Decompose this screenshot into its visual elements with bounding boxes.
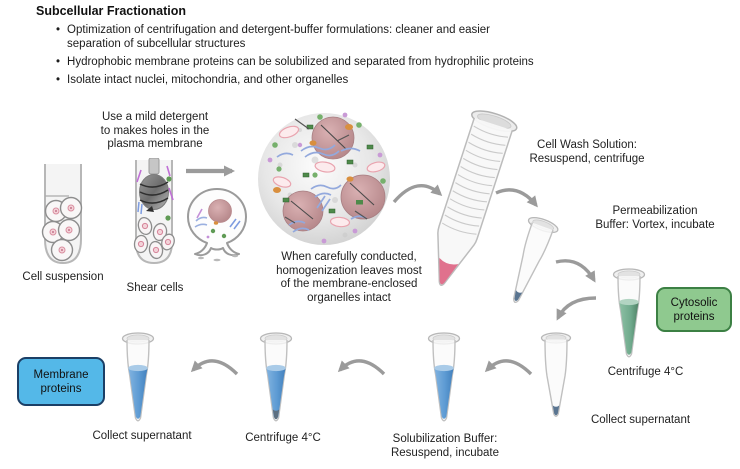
page-title: Subcellular Fractionation: [36, 4, 187, 18]
collect-supernatant-right-label: Collect supernatant: [590, 414, 691, 426]
flow-arrow-icon: [495, 188, 538, 208]
flow-arrow-icon: [337, 359, 386, 376]
cell-suspension-label: Cell suspension: [22, 271, 104, 283]
cell-wash-label: Cell Wash Solution: Resuspend, centrifug…: [529, 139, 645, 165]
conical-tube-icon: [437, 110, 518, 287]
cell-suspension-tube-icon: [41, 164, 83, 265]
flow-arrow-icon: [392, 184, 443, 204]
shear-cells-tube-icon: [133, 158, 175, 265]
solubilization-label: Solubilization Buffer: Resuspend, incuba…: [390, 433, 500, 459]
bullet-text: Hydrophobic membrane proteins can be sol…: [67, 56, 534, 68]
permeabilization-label: Permeabilization Buffer: Vortex, incubat…: [595, 205, 715, 231]
bullet-marker: •: [56, 74, 61, 86]
bullet-list: • Optimization of centrifugation and dete…: [56, 23, 676, 91]
homogenate-icon: [258, 112, 390, 245]
detergent-note: Use a mild detergent to makes holes in t…: [100, 111, 210, 150]
cytosolic-proteins-badge: Cytosolic proteins: [656, 287, 732, 332]
bullet-item: • Optimization of centrifugation and dete…: [56, 23, 676, 51]
membrane-proteins-badge: Membrane proteins: [17, 357, 105, 406]
supernatant-tube-icon: [121, 332, 155, 422]
bullet-item: • Isolate intact nuclei, mitochondria, an…: [56, 73, 676, 87]
bullet-text: Optimization of centrifugation and deter…: [67, 24, 491, 50]
centrifuge-tube-icon: [259, 332, 293, 422]
flow-arrow-icon: [556, 296, 597, 321]
cytosol-tube-icon: [612, 268, 646, 358]
collect-supernatant-left-label: Collect supernatant: [92, 430, 192, 442]
pellet-tube-icon: [540, 332, 572, 417]
bullet-marker: •: [56, 56, 61, 68]
centrifuge-left-label: Centrifuge 4°C: [245, 432, 321, 444]
flow-arrow-icon: [190, 359, 239, 376]
flow-arrow-icon: [484, 359, 533, 376]
bullet-text: Isolate intact nuclei, mitochondria, and…: [67, 74, 349, 86]
bullet-marker: •: [56, 24, 61, 36]
shear-cells-label: Shear cells: [126, 282, 184, 294]
solubilization-tube-icon: [427, 332, 461, 422]
centrifuge-right-label: Centrifuge 4°C: [607, 366, 684, 378]
homogenization-note: When carefully conducted, homogenization…: [276, 251, 422, 304]
bullet-item: • Hydrophobic membrane proteins can be so…: [56, 55, 676, 69]
permeabilized-cell-icon: [187, 188, 247, 262]
pellet-tube-icon: [512, 216, 559, 304]
flow-arrow-icon: [555, 259, 596, 283]
shear-flow-arrow-icon: [186, 165, 235, 177]
